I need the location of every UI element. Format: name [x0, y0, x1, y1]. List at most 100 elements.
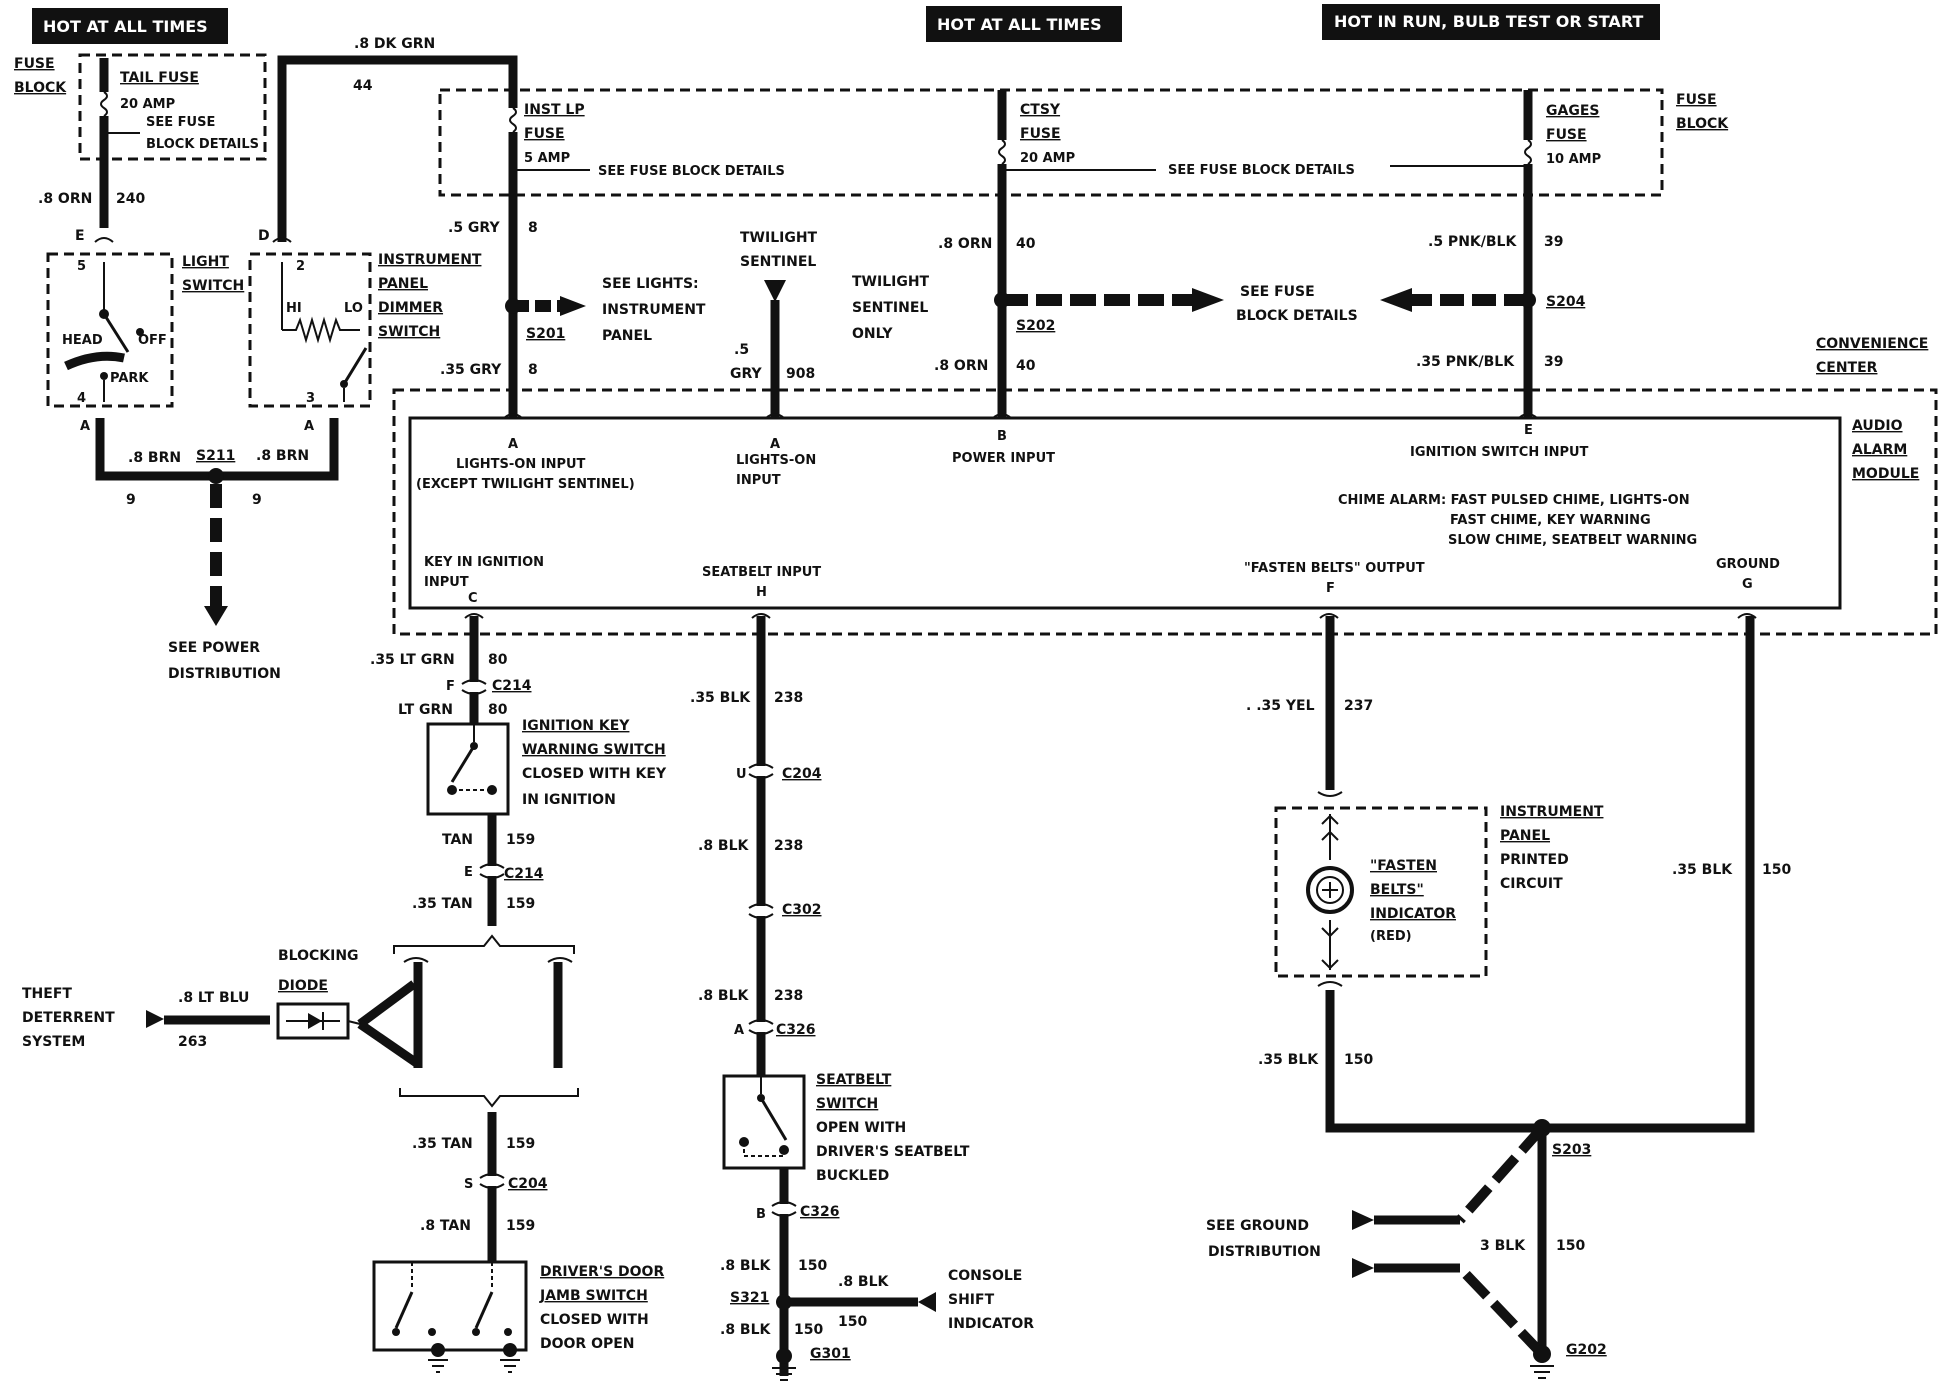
wire-blk-150-num-b: 150	[838, 1314, 867, 1330]
ground-g301: G301	[772, 1346, 851, 1381]
wire-dk-grn-44: .8 DK GRN 44	[277, 36, 518, 242]
wire-dk-grn-label: .8 DK GRN	[354, 36, 435, 52]
wire-tan-159-label-1: TAN	[442, 832, 473, 848]
ip-circuit-label-2: PANEL	[1500, 828, 1550, 844]
twilight-label: TWILIGHT	[740, 230, 818, 246]
ctsy-fuse-label: CTSY	[1020, 102, 1061, 118]
module-lights-on-2b: INPUT	[736, 473, 781, 488]
g202-label: G202	[1566, 1342, 1607, 1358]
wire-tan-159-num-4: 159	[506, 1218, 535, 1234]
ignition-key-warning-switch: IGNITION KEY WARNING SWITCH CLOSED WITH …	[426, 718, 667, 816]
dimmer-title: INSTRUMENT	[378, 252, 482, 268]
fasten-belts-indicator: "FASTEN BELTS" INDICATOR (RED)	[1274, 806, 1488, 978]
tail-fuse-amp: 20 AMP	[120, 97, 175, 112]
wire-blk-150-num-c: 150	[794, 1322, 823, 1338]
indicator-label-3: INDICATOR	[1370, 906, 1456, 922]
ground-g202: G202	[1530, 1342, 1607, 1379]
c204-left-label: C204	[508, 1176, 548, 1192]
pin-d-label: D	[258, 228, 270, 244]
c326-pin-a: A	[734, 1023, 744, 1038]
tail-fuse-see-2: BLOCK DETAILS	[146, 137, 259, 152]
seatbelt-switch-label-4: DRIVER'S SEATBELT	[816, 1144, 970, 1160]
ctsy-fuse-see: SEE FUSE BLOCK DETAILS	[1168, 163, 1355, 178]
module-lights-on-input: LIGHTS-ON INPUT	[456, 457, 586, 472]
audio-alarm-module-box	[408, 416, 1842, 610]
fuse-block-left-label-2: BLOCK	[14, 80, 67, 96]
splice-s201: S201	[505, 296, 586, 342]
wire-blk-150-right-label: .35 BLK	[1672, 862, 1733, 878]
tail-fuse-label: TAIL FUSE	[120, 70, 199, 86]
twilight-only-label-2: SENTINEL	[852, 300, 928, 316]
see-lights-label: SEE LIGHTS:	[602, 276, 699, 292]
module-pin-a1: A	[508, 437, 518, 452]
instrument-panel-dimmer-switch: 2 3 HI LO INSTRUMENT PANEL DIMMER SWITCH	[248, 252, 482, 408]
splice-s204: S204	[1380, 288, 1586, 312]
audio-alarm-label-2: ALARM	[1852, 442, 1907, 458]
see-ground-label: SEE GROUND	[1206, 1218, 1309, 1234]
c214-pin-f: F	[446, 679, 455, 694]
pin-a2: A	[304, 419, 314, 434]
dimmer-title-2: PANEL	[378, 276, 428, 292]
pin-a1: A	[80, 419, 90, 434]
module-chime-1: CHIME ALARM: FAST PULSED CHIME, LIGHTS-O…	[1338, 493, 1690, 508]
seatbelt-switch-label-5: BUCKLED	[816, 1168, 889, 1184]
ign-key-sw-label-3: CLOSED WITH KEY	[522, 766, 667, 782]
indicator-label-2: BELTS"	[1370, 882, 1424, 898]
connector-c214-top: F C214	[446, 678, 532, 695]
c214-bottom-label: C214	[504, 866, 544, 882]
splice-s321-label: S321	[730, 1290, 769, 1306]
wire-gry-8-top-label: .5 GRY	[448, 220, 500, 236]
wire-dk-grn-num: 44	[353, 78, 373, 94]
wire-orn-40-top-label: .8 ORN	[938, 236, 992, 252]
wire-blk-238-label-1: .35 BLK	[690, 690, 751, 706]
ip-circuit-label-4: CIRCUIT	[1500, 876, 1563, 892]
console-label-3: INDICATOR	[948, 1316, 1034, 1332]
c214-top-label: C214	[492, 678, 532, 694]
light-switch: 5 4 HEAD OFF PARK LIGHT SWITCH	[46, 252, 244, 408]
splice-s211: S211	[196, 448, 235, 464]
inst-lp-fuse-label-2: FUSE	[524, 126, 565, 142]
c204-pin-u: U	[736, 767, 747, 782]
wire-blk-150-right-num: 150	[1762, 862, 1791, 878]
inst-lp-fuse-see: SEE FUSE BLOCK DETAILS	[598, 164, 785, 179]
blocking-diode-label-2: DIODE	[278, 978, 328, 994]
module-key-input-2: INPUT	[424, 575, 469, 590]
wire-brn-right-label: .8 BRN	[256, 448, 309, 464]
ip-circuit-label-3: PRINTED	[1500, 852, 1569, 868]
gages-fuse-label: GAGES	[1546, 103, 1599, 119]
wire-gry-908-label-2: GRY	[730, 366, 763, 382]
light-switch-pin-5: 5	[77, 259, 86, 274]
convenience-center-label: CONVENIENCE	[1816, 336, 1928, 352]
wire-blk-150-num-a: 150	[798, 1258, 827, 1274]
blocking-diode-label: BLOCKING	[278, 948, 359, 964]
module-ignition-input: IGNITION SWITCH INPUT	[1410, 445, 1589, 460]
wire-gry-908-num: 908	[786, 366, 815, 382]
console-shift-wire: .8 BLK 150 CONSOLE SHIFT INDICATOR	[784, 1268, 1034, 1332]
light-switch-title: LIGHT	[182, 254, 229, 270]
dimmer-hi: HI	[286, 301, 302, 316]
wire-blk-150-ground-loop: .35 BLK 150 .35 BLK 150	[1258, 616, 1791, 1133]
theft-label-3: SYSTEM	[22, 1034, 85, 1050]
wire-brn-num-left: 9	[126, 492, 136, 508]
module-chime-2: FAST CHIME, KEY WARNING	[1450, 513, 1651, 528]
module-ground: GROUND	[1716, 557, 1780, 572]
module-pin-a2: A	[770, 437, 780, 452]
c326-bottom-label: C326	[800, 1204, 840, 1220]
seatbelt-switch: SEATBELT SWITCH OPEN WITH DRIVER'S SEATB…	[722, 1072, 970, 1184]
wire-orn-240-num: 240	[116, 191, 145, 207]
tail-fuse-see: SEE FUSE	[146, 115, 215, 130]
twilight-only-label-3: ONLY	[852, 326, 893, 342]
wire-blk-150-left-label: .35 BLK	[1258, 1052, 1319, 1068]
splice-s202: S202	[994, 288, 1224, 334]
see-fuse-mid-label: SEE FUSE	[1240, 284, 1315, 300]
inst-lp-fuse: INST LP FUSE 5 AMP SEE FUSE BLOCK DETAIL…	[508, 102, 785, 418]
seatbelt-switch-label: SEATBELT	[816, 1072, 892, 1088]
wire-blk-150-label-c: .8 BLK	[720, 1322, 772, 1338]
tail-fuse: TAIL FUSE 20 AMP SEE FUSE BLOCK DETAILS	[99, 58, 259, 228]
wire-3-blk-num: 150	[1556, 1238, 1585, 1254]
ctsy-fuse-label-2: FUSE	[1020, 126, 1061, 142]
wire-orn-40-bot-label: .8 ORN	[934, 358, 988, 374]
ctsy-fuse: CTSY FUSE 20 AMP SEE FUSE BLOCK DETAILS	[997, 90, 1355, 418]
wire-tan-159-num-1: 159	[506, 832, 535, 848]
wire-lt-blu-label: .8 LT BLU	[178, 990, 249, 1006]
